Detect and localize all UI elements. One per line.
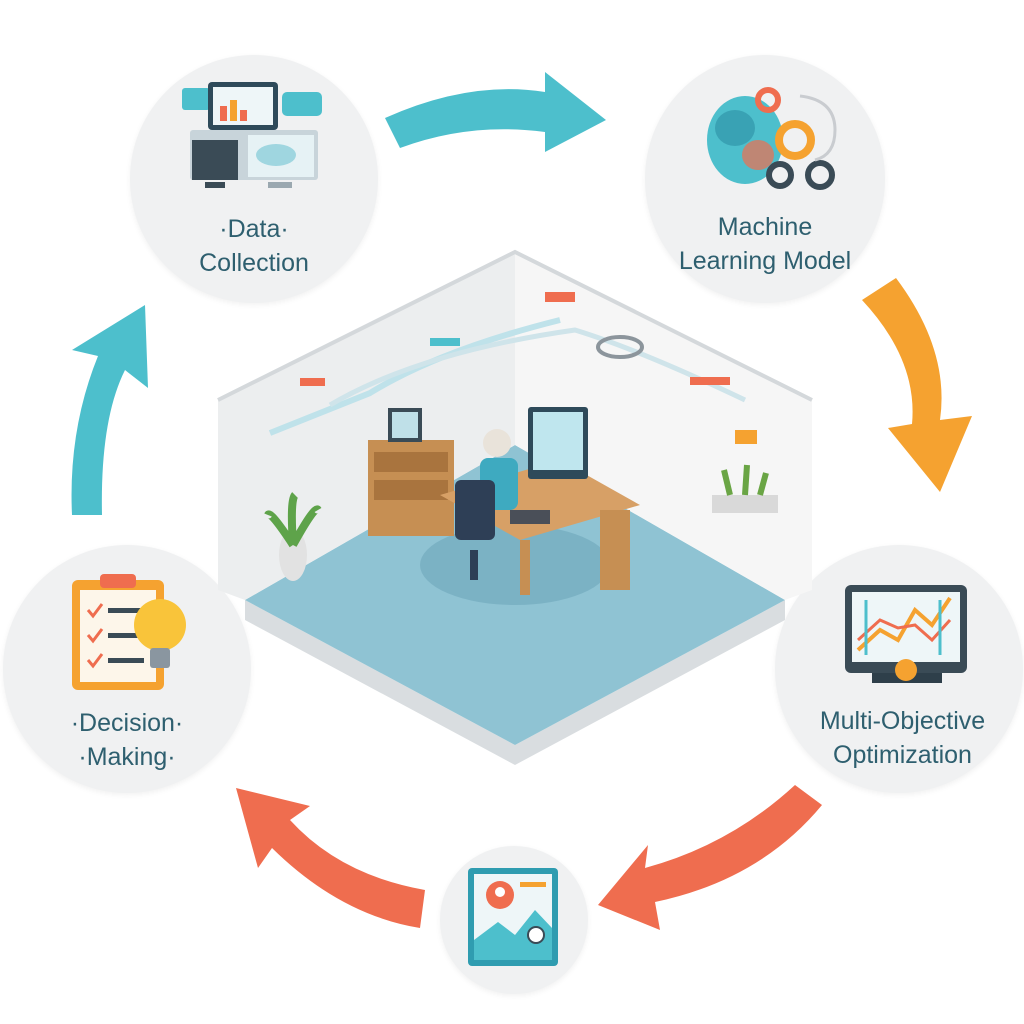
- data-collection-line1: ·Data·: [219, 215, 289, 243]
- arrow-teal-left: [71, 305, 148, 515]
- data-collection-line2: Collection: [199, 249, 309, 277]
- arrow-orange-right: [862, 278, 972, 492]
- decision-line2: ·Making·: [78, 743, 176, 771]
- arrow-coral-bottom-right: [598, 785, 822, 930]
- optimization-chart-icon: [845, 585, 967, 683]
- ml-model-label: Machine Learning Model: [655, 210, 875, 278]
- ml-model-line2: Learning Model: [678, 247, 852, 275]
- clipboard-lightbulb-icon: [72, 574, 186, 690]
- isometric-office-room: [217, 249, 813, 765]
- landscape-profile-icon: [468, 868, 558, 966]
- moo-line1: Multi-Objective: [819, 707, 986, 735]
- decision-line1: ·Decision·: [70, 709, 184, 737]
- decision-label: ·Decision· ·Making·: [18, 706, 236, 774]
- arrow-coral-bottom-left: [236, 788, 425, 928]
- brain-gears-icon: [707, 87, 837, 190]
- data-collection-icon: [182, 82, 322, 188]
- ml-model-node: [645, 55, 885, 303]
- data-collection-label: ·Data· Collection: [150, 212, 358, 280]
- moo-line2: Optimization: [833, 741, 972, 769]
- arrow-teal-top: [385, 72, 606, 152]
- moo-label: Multi-Objective Optimization: [790, 704, 1015, 772]
- ml-model-line1: Machine: [717, 213, 813, 241]
